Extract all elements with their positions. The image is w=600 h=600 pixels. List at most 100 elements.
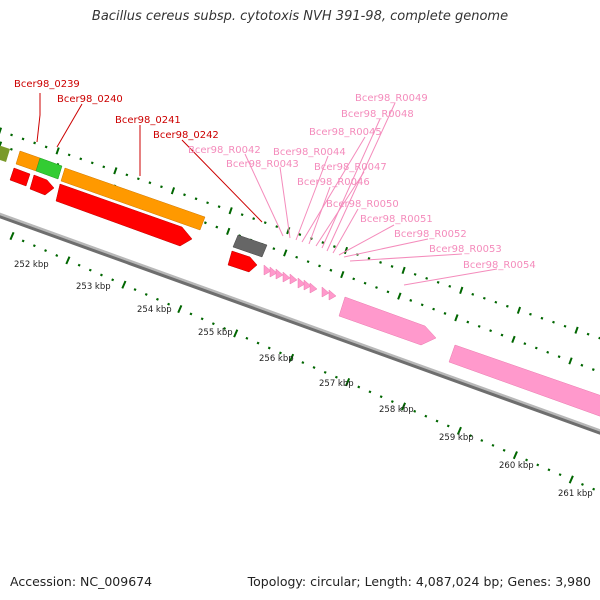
label-bcer98-0240[interactable]: Bcer98_0240 xyxy=(57,94,123,105)
feature-orange-2[interactable] xyxy=(60,167,206,231)
label-bcer98-0241[interactable]: Bcer98_0241 xyxy=(115,115,181,126)
tick-mark xyxy=(443,312,447,315)
tick-mark xyxy=(256,341,260,345)
tick-mark xyxy=(592,487,596,491)
kbp-label-256: 256 kbp xyxy=(259,354,294,364)
tick-mark xyxy=(267,346,271,350)
tick-mark xyxy=(491,443,495,447)
label-bcer98-0239[interactable]: Bcer98_0239 xyxy=(14,79,80,90)
tick-mark xyxy=(177,304,183,314)
tick-mark xyxy=(215,225,219,229)
tick-mark xyxy=(471,292,475,296)
rna-arrowhead[interactable] xyxy=(321,286,330,298)
label-bcer98-r0050[interactable]: Bcer98_R0050 xyxy=(326,199,399,210)
tick-mark xyxy=(321,241,325,244)
tick-mark xyxy=(272,247,276,251)
feature-red-1[interactable] xyxy=(9,167,31,187)
tick-mark xyxy=(480,439,484,442)
tick-mark xyxy=(44,145,48,149)
label-bcer98-r0045[interactable]: Bcer98_R0045 xyxy=(309,127,382,138)
feature-red-4[interactable] xyxy=(227,250,258,273)
label-bcer98-r0054[interactable]: Bcer98_R0054 xyxy=(463,260,536,271)
label-bcer98-r0053[interactable]: Bcer98_R0053 xyxy=(429,244,502,255)
tick-mark xyxy=(525,458,529,462)
tick-mark xyxy=(390,265,394,268)
tick-mark xyxy=(233,329,239,338)
rna-arrowhead[interactable] xyxy=(269,266,278,278)
tick-mark xyxy=(512,451,518,460)
feature-gray[interactable] xyxy=(232,234,268,258)
rna-arrowhead[interactable] xyxy=(282,271,291,283)
tick-mark xyxy=(194,197,198,201)
label-bcer98-r0052[interactable]: Bcer98_R0052 xyxy=(394,229,467,240)
tick-mark xyxy=(454,314,459,322)
kbp-label-254: 254 kbp xyxy=(137,305,172,315)
tick-mark xyxy=(0,141,3,148)
tick-mark xyxy=(546,350,550,354)
kbp-label-260: 260 kbp xyxy=(499,461,534,471)
tick-mark xyxy=(446,424,450,428)
feature-orange-1[interactable] xyxy=(15,150,41,172)
tick-mark xyxy=(466,320,470,324)
feature-red-2[interactable] xyxy=(29,174,55,196)
tick-mark xyxy=(306,260,310,264)
tick-mark xyxy=(568,475,574,484)
rna-arrowhead[interactable] xyxy=(289,273,298,285)
rna-arrowhead[interactable] xyxy=(275,268,284,280)
tick-mark xyxy=(456,426,462,435)
tick-mark xyxy=(448,284,452,288)
tick-mark xyxy=(148,181,152,185)
tick-mark xyxy=(99,273,103,277)
tick-mark xyxy=(401,266,406,275)
tick-mark xyxy=(511,335,516,343)
label-bcer98-0242[interactable]: Bcer98_0242 xyxy=(153,130,219,141)
tick-mark xyxy=(79,157,83,161)
rna-arrowhead[interactable] xyxy=(328,289,337,301)
tick-mark xyxy=(252,217,256,221)
genome-summary-text: Topology: circular; Length: 4,087,024 bp… xyxy=(247,574,591,589)
tick-mark xyxy=(301,361,305,365)
tick-mark xyxy=(397,292,402,300)
label-bcer98-r0048[interactable]: Bcer98_R0048 xyxy=(341,109,414,120)
feature-green[interactable] xyxy=(35,157,63,180)
tick-mark xyxy=(469,434,473,438)
tick-mark xyxy=(136,177,140,181)
tick-mark xyxy=(21,239,25,243)
label-bcer98-r0043[interactable]: Bcer98_R0043 xyxy=(226,159,299,170)
label-bcer98-r0044[interactable]: Bcer98_R0044 xyxy=(273,147,346,158)
tick-mark xyxy=(340,270,345,279)
tick-mark xyxy=(323,370,327,374)
tick-mark xyxy=(240,213,244,217)
tick-mark xyxy=(420,303,424,307)
feature-olive[interactable] xyxy=(0,144,10,162)
tick-mark xyxy=(67,153,71,157)
rna-arrowhead[interactable] xyxy=(297,277,306,289)
tick-mark xyxy=(586,332,590,336)
label-bcer98-r0049[interactable]: Bcer98_R0049 xyxy=(355,93,428,104)
tick-mark xyxy=(552,320,555,324)
tick-mark xyxy=(102,165,106,169)
feature-red-3[interactable] xyxy=(55,183,193,247)
tick-mark xyxy=(211,322,215,326)
label-bcer98-r0042[interactable]: Bcer98_R0042 xyxy=(188,145,261,156)
kbp-label-259: 259 kbp xyxy=(439,433,474,443)
tick-mark xyxy=(425,277,429,280)
rna-arrowhead[interactable] xyxy=(309,282,318,294)
tick-mark xyxy=(289,353,295,362)
feature-pink-1[interactable] xyxy=(338,296,437,346)
tick-mark xyxy=(334,375,338,379)
tick-mark xyxy=(88,268,92,272)
tick-mark xyxy=(363,281,367,285)
tick-mark xyxy=(459,286,464,295)
tick-mark xyxy=(223,327,227,330)
label-bcer98-r0047[interactable]: Bcer98_R0047 xyxy=(314,162,387,173)
label-bcer98-r0051[interactable]: Bcer98_R0051 xyxy=(360,214,433,225)
tick-mark xyxy=(113,167,118,175)
label-bcer98-r0046[interactable]: Bcer98_R0046 xyxy=(297,177,370,188)
feature-pink-2[interactable] xyxy=(448,344,600,418)
rna-arrowhead[interactable] xyxy=(303,279,312,291)
tick-mark xyxy=(65,256,71,265)
rna-arrowhead[interactable] xyxy=(263,264,272,276)
map-title: Bacillus cereus subsp. cytotoxis NVH 391… xyxy=(91,9,509,24)
